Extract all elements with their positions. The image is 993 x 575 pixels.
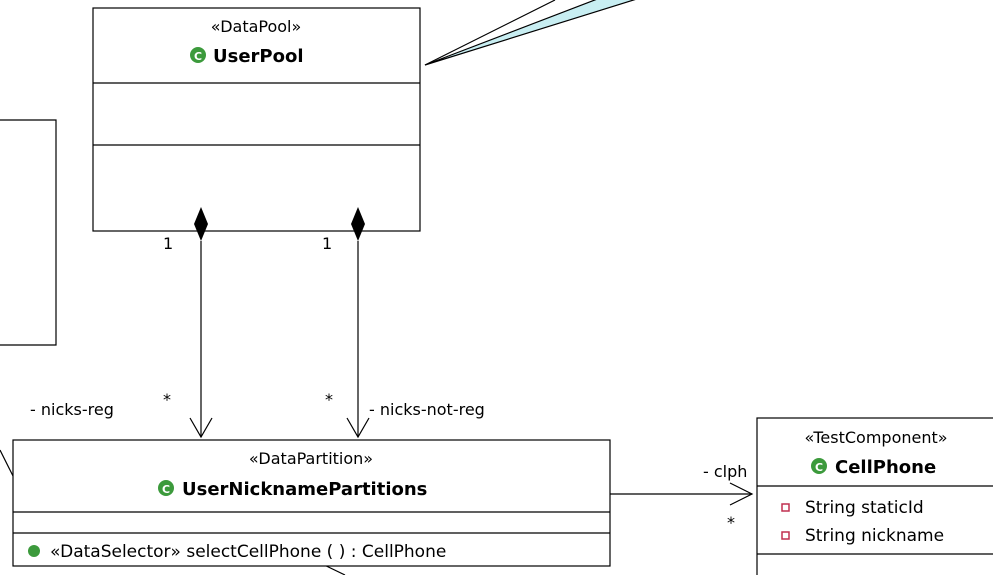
userpool-stereotype: «DataPool» (211, 17, 302, 36)
class-usernicknamepartitions[interactable]: «DataPartition» C UserNicknamePartitions… (12, 439, 611, 567)
multiplicity-star-right: * (325, 390, 333, 409)
operation-selectcellphone: «DataSelector» selectCellPhone ( ) : Cel… (50, 542, 446, 562)
note-left-pointer (0, 449, 15, 479)
private-attr-icon (781, 503, 790, 512)
note-left (0, 119, 57, 346)
attr-staticid: String staticId (805, 498, 924, 518)
association-nicks-reg[interactable]: 1 * - nicks-reg (30, 207, 213, 439)
multiplicity-1-left: 1 (163, 234, 173, 253)
class-icon: C (190, 47, 206, 63)
multiplicity-star-left: * (163, 390, 171, 409)
role-nicks-reg: - nicks-reg (30, 400, 114, 419)
class-icon: C (158, 480, 174, 496)
svg-text:C: C (194, 50, 202, 63)
multiplicity-1-right: 1 (322, 234, 332, 253)
partitions-name: UserNicknamePartitions (182, 479, 427, 500)
role-nicks-not-reg: - nicks-not-reg (369, 400, 485, 419)
partitions-stereotype: «DataPartition» (249, 449, 373, 468)
association-nicks-not-reg[interactable]: 1 * - nicks-not-reg (322, 207, 485, 439)
svg-text:C: C (815, 461, 823, 474)
association-clph[interactable]: - clph * (610, 462, 754, 532)
class-icon: C (811, 458, 827, 474)
role-clph: - clph (703, 462, 747, 481)
multiplicity-star-clph: * (727, 513, 735, 532)
svg-text:C: C (162, 483, 170, 496)
note-callout-top-edge (424, 0, 556, 66)
cellphone-name: CellPhone (835, 457, 936, 478)
userpool-name: UserPool (213, 46, 304, 67)
cellphone-stereotype: «TestComponent» (804, 428, 947, 447)
operation-public-icon (28, 545, 40, 557)
class-cellphone[interactable]: «TestComponent» C CellPhone String stati… (756, 417, 993, 575)
class-userpool[interactable]: «DataPool» C UserPool (92, 7, 421, 232)
private-attr-icon (781, 531, 790, 540)
attr-nickname: String nickname (805, 526, 944, 546)
note-callout-top (424, 0, 636, 66)
